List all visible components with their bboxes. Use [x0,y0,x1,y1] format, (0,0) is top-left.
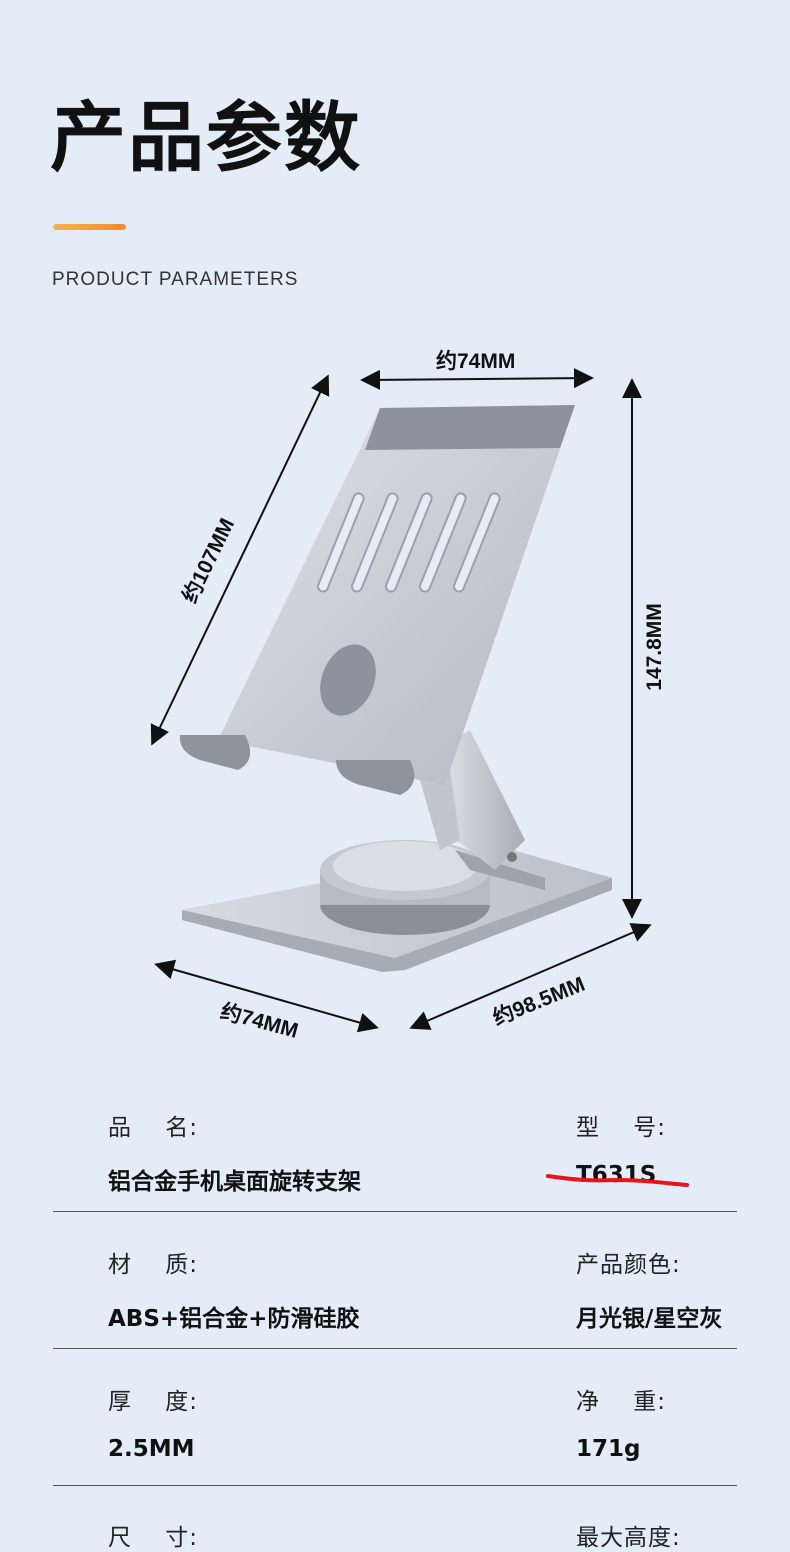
spec-size: 尺 寸: [108,1518,198,1552]
spec-material-label: 材 质: [108,1252,198,1278]
spec-size-label: 尺 寸: [108,1525,198,1551]
spec-name-value: 铝合金手机桌面旋转支架 [108,1169,361,1195]
spec-max-height: 最大高度: [576,1518,681,1552]
spec-model: 型 号: T631S [576,1108,666,1188]
dim-top-width: 约74MM [436,350,516,373]
spec-thickness-label: 厚 度: [108,1389,198,1415]
row-divider [53,1485,737,1486]
stand-panel [179,405,575,795]
spec-material-value: ABS+铝合金+防滑硅胶 [108,1306,360,1332]
dimension-arrows [150,368,652,1033]
title-accent-bar [53,224,126,230]
page-subtitle: PRODUCT PARAMETERS [52,269,299,290]
spec-name: 品 名: 铝合金手机桌面旋转支架 [108,1108,361,1196]
stand-base [182,840,612,972]
row-divider [53,1211,737,1212]
dim-height: 147.8MM [642,603,666,691]
spec-model-value: T631S [576,1162,657,1188]
stand-arm [420,730,525,870]
product-diagram [150,368,652,1033]
spec-material: 材 质: ABS+铝合金+防滑硅胶 [108,1245,359,1333]
row-divider [53,1348,737,1349]
spec-weight-value: 171g [576,1436,641,1462]
spec-thickness-value: 2.5MM [108,1436,195,1462]
spec-weight: 净 重: 171g [576,1382,666,1462]
spec-weight-label: 净 重: [576,1389,666,1415]
spec-thickness: 厚 度: 2.5MM [108,1382,198,1462]
page-title: 产品参数 [50,93,362,182]
spec-max-height-label: 最大高度: [576,1525,681,1551]
spec-color-value: 月光银/星空灰 [576,1306,723,1332]
red-underline-annotation [546,1174,689,1187]
spec-model-label: 型 号: [576,1115,666,1141]
spec-color-label: 产品颜色: [576,1252,681,1278]
spec-color: 产品颜色: 月光银/星空灰 [576,1245,722,1333]
spec-name-label: 品 名: [108,1115,198,1141]
